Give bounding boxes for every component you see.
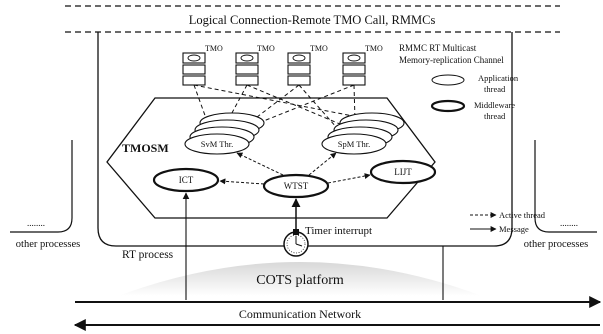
header-title: Logical Connection-Remote TMO Call, RMMC… (189, 13, 436, 27)
other-processes-left-label: other processes (16, 239, 80, 250)
wtst-thread (262, 173, 330, 199)
cots-platform-hill (118, 262, 482, 296)
tmo-label: TMO (205, 44, 223, 53)
legend-message-label: Message (499, 224, 529, 234)
dots-left: ........ (27, 218, 45, 228)
tmosm-label: TMOSM (122, 141, 169, 155)
dots-right: ........ (560, 218, 578, 228)
legend-rmmc: RMMC RT Multicast (399, 43, 477, 53)
spm-thread-label: SpM Thr. (338, 139, 370, 149)
other-processes-right-label: other processes (524, 239, 588, 250)
spm-thread-stack (321, 112, 405, 155)
tmo-label: TMO (365, 44, 383, 53)
tmo-label: TMO (310, 44, 328, 53)
ict-thread (152, 167, 220, 193)
legend-active-thread-label: Active thread (499, 210, 546, 220)
wtst-thread-label: WTST (284, 181, 309, 191)
other-processes-right-bracket (534, 140, 597, 233)
active-thread-arrows (219, 152, 371, 185)
legend-middleware-thread-label: Middleware (474, 100, 515, 110)
tmo-object-3: TMO (287, 44, 328, 86)
tmo-object-4: TMO (342, 44, 383, 86)
tmo-label: TMO (257, 44, 275, 53)
communication-network-label: Communication Network (239, 307, 361, 321)
legend-application-thread-icon (431, 74, 465, 86)
tmo-object-1: TMO (182, 44, 223, 86)
svm-thread-label: SvM Thr. (201, 139, 233, 149)
legend-rmmc-channel: Memory-replication Channel (399, 55, 504, 65)
rt-process-label: RT process (122, 249, 174, 261)
tmo-object-2: TMO (235, 44, 275, 86)
legend-application-thread-label-2: thread (484, 84, 506, 94)
timer-interrupt-label: Timer interrupt (305, 225, 372, 237)
legend-application-thread-label: Application (478, 73, 519, 83)
timer-interrupt-marker (293, 229, 299, 235)
legend-middleware-thread-icon (430, 99, 466, 113)
svm-thread-stack (184, 112, 265, 155)
legend-middleware-thread-label-2: thread (484, 111, 506, 121)
cots-platform-label: COTS platform (256, 273, 344, 288)
tmosm-hexagon (106, 97, 436, 219)
lijt-thread-label: LIJT (394, 167, 412, 177)
lijt-thread (369, 159, 437, 185)
ict-thread-label: ICT (179, 175, 194, 185)
other-processes-left-bracket (10, 140, 73, 233)
